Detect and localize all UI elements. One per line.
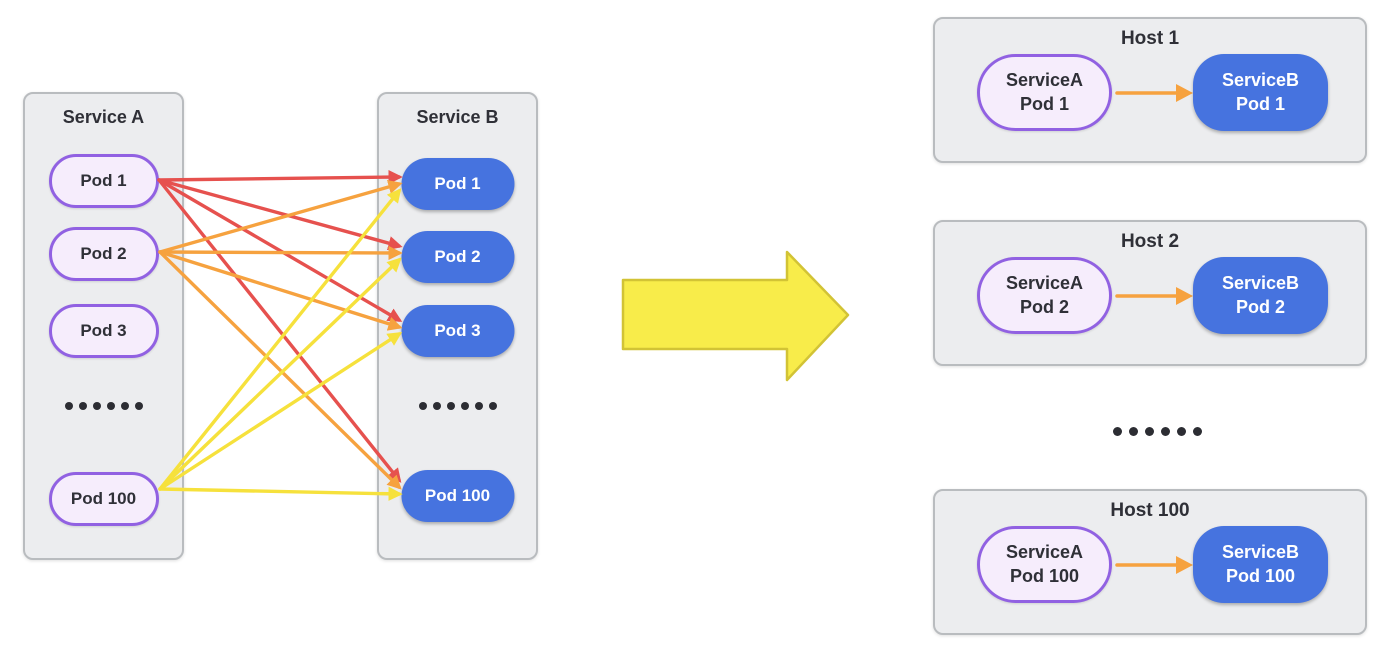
big-right-arrow-icon <box>621 250 850 382</box>
request-arrow-yellow <box>158 486 403 501</box>
service-b-pod-100: Pod 100 <box>401 470 514 522</box>
pill-line1: ServiceB <box>1221 70 1300 91</box>
host-box-2: Host 2 ServiceA Pod 2 ServiceB Pod 2 <box>933 220 1367 366</box>
service-b-pod-1: Pod 1 <box>401 158 514 210</box>
orange-right-arrow-icon <box>1115 556 1193 574</box>
host2-service-a-pod: ServiceA Pod 2 <box>977 257 1112 334</box>
service-b-pod-2: Pod 2 <box>401 231 514 283</box>
pill-line1: ServiceA <box>1005 70 1084 91</box>
pill-line2: Pod 1 <box>1019 93 1069 114</box>
host1-service-a-pod: ServiceA Pod 1 <box>977 54 1112 131</box>
service-b-title: Service B <box>416 107 499 127</box>
request-arrow-red <box>157 169 403 185</box>
service-a-pod-2: Pod 2 <box>48 227 159 281</box>
service-b-pod-3: Pod 3 <box>401 305 514 357</box>
request-arrow-orange <box>158 250 403 331</box>
service-a-pod-3: Pod 3 <box>48 304 159 358</box>
host100-service-b-pod: ServiceB Pod 100 <box>1193 526 1328 603</box>
host-title: Host 2 <box>1120 231 1180 252</box>
orange-right-arrow-icon <box>1115 287 1193 305</box>
pill-line1: ServiceB <box>1221 542 1300 563</box>
pill-line2: Pod 2 <box>1235 296 1285 317</box>
request-arrow-red <box>157 178 403 322</box>
pill-line1: ServiceA <box>1005 542 1084 563</box>
orange-right-arrow-icon <box>1115 84 1193 102</box>
service-a-pod-1: Pod 1 <box>48 154 159 208</box>
host100-service-a-pod: ServiceA Pod 100 <box>977 526 1112 603</box>
host-title: Host 100 <box>1110 500 1190 521</box>
pill-line2: Pod 100 <box>1009 565 1080 586</box>
request-arrow-orange <box>158 250 402 490</box>
service-a-panel: Service A Pod 1 Pod 2 Pod 3 Pod 100 <box>23 92 184 560</box>
request-arrow-orange <box>158 245 403 261</box>
request-arrow-orange <box>158 180 403 254</box>
request-arrow-yellow <box>158 331 403 491</box>
pill-line1: ServiceB <box>1221 273 1300 294</box>
request-arrow-yellow <box>158 257 402 491</box>
ellipsis-dots <box>64 402 143 410</box>
service-a-title: Service A <box>62 107 145 127</box>
service-a-pod-100: Pod 100 <box>48 472 159 526</box>
ellipsis-dots <box>418 402 497 410</box>
pill-line2: Pod 2 <box>1019 296 1069 317</box>
host-box-100: Host 100 ServiceA Pod 100 ServiceB Pod 1… <box>933 489 1367 635</box>
pill-line2: Pod 1 <box>1235 93 1285 114</box>
request-arrow-red <box>157 178 403 251</box>
ellipsis-dots <box>1113 427 1202 436</box>
pill-line2: Pod 100 <box>1225 565 1296 586</box>
host1-service-b-pod: ServiceB Pod 1 <box>1193 54 1328 131</box>
pill-line1: ServiceA <box>1005 273 1084 294</box>
request-arrow-red <box>157 178 402 483</box>
host-title: Host 1 <box>1120 28 1180 49</box>
request-arrow-yellow <box>158 188 402 491</box>
service-b-panel: Service B Pod 1 Pod 2 Pod 3 Pod 100 <box>377 92 538 560</box>
host2-service-b-pod: ServiceB Pod 2 <box>1193 257 1328 334</box>
host-box-1: Host 1 ServiceA Pod 1 ServiceB Pod 1 <box>933 17 1367 163</box>
